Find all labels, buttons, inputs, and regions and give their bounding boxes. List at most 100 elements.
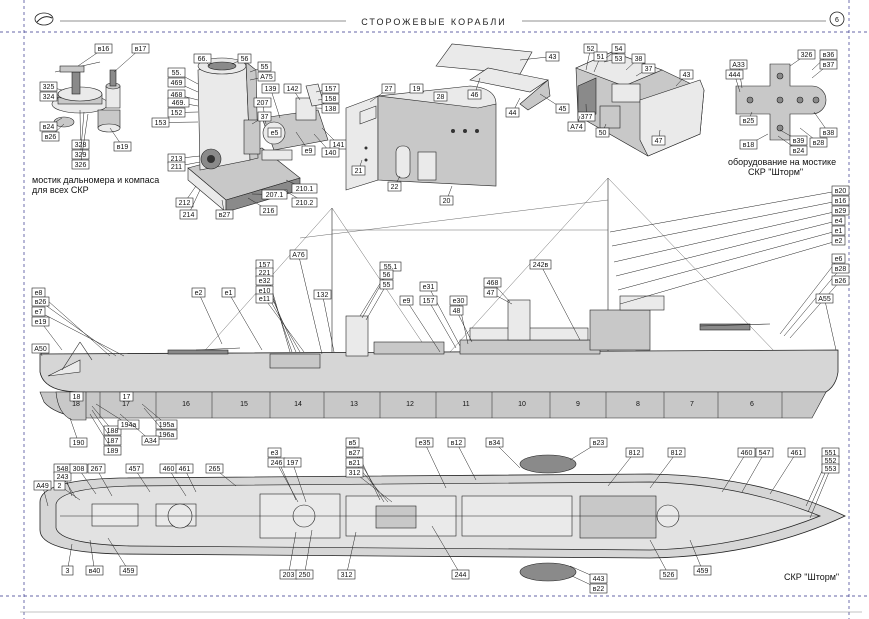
part-number: в5 bbox=[349, 440, 357, 447]
part-callout: в20 bbox=[609, 185, 850, 233]
part-callout: 265 bbox=[205, 463, 237, 487]
part-callout: 444 bbox=[725, 69, 744, 93]
part-callout: 48 bbox=[449, 305, 473, 343]
part-number: в38 bbox=[823, 130, 835, 137]
part-callout: в24 bbox=[777, 135, 808, 156]
part-number: 52 bbox=[587, 46, 595, 53]
part-number: е5 bbox=[271, 130, 279, 137]
rangefinder-bridge-drawing bbox=[51, 61, 121, 133]
part-callout: е1 bbox=[221, 287, 263, 351]
part-callout: 43 bbox=[675, 69, 694, 87]
part-number: в23 bbox=[593, 440, 605, 447]
part-callout: 22 bbox=[387, 175, 402, 192]
part-callout: в39 bbox=[779, 129, 808, 146]
part-number: 267 bbox=[91, 466, 103, 473]
part-number: 210.2 bbox=[296, 200, 314, 207]
part-callout: 213 bbox=[167, 153, 201, 164]
part-number: е6 bbox=[835, 256, 843, 263]
part-number: е31 bbox=[423, 284, 435, 291]
part-number: в18 bbox=[743, 142, 755, 149]
part-callout: 526 bbox=[649, 539, 678, 580]
part-callout: 138 bbox=[315, 103, 340, 114]
part-callout: 50 bbox=[595, 123, 610, 138]
part-callout: 312 bbox=[345, 467, 393, 503]
part-number: 526 bbox=[663, 572, 675, 579]
part-callout: 190 bbox=[69, 417, 88, 448]
part-callout: 158 bbox=[317, 93, 340, 104]
part-callout: 468 bbox=[483, 277, 511, 303]
part-callout: 469. bbox=[167, 97, 199, 108]
part-number: 312 bbox=[349, 470, 361, 477]
part-callout: в37 bbox=[811, 59, 838, 79]
part-callout: 187 bbox=[91, 409, 122, 446]
part-number: 158 bbox=[325, 96, 337, 103]
part-callout: 329 bbox=[71, 111, 90, 160]
part-number: е1 bbox=[835, 228, 843, 235]
part-callout: 51 bbox=[593, 51, 608, 73]
part-callout: 44 bbox=[505, 97, 521, 118]
part-callout: 142 bbox=[283, 83, 302, 101]
part-number: в24 bbox=[793, 148, 805, 155]
part-number: е10 bbox=[259, 288, 271, 295]
part-number: 196а bbox=[159, 432, 175, 439]
part-number: 246 bbox=[271, 460, 283, 467]
part-number: 461 bbox=[791, 450, 803, 457]
part-callout: 207.1 bbox=[251, 189, 288, 200]
part-callout: 244 bbox=[431, 525, 470, 580]
part-number: А55 bbox=[818, 296, 831, 303]
part-callout: 547 bbox=[741, 447, 774, 493]
part-callout: А74 bbox=[567, 115, 586, 132]
part-number: 443 bbox=[593, 576, 605, 583]
part-number: в29 bbox=[835, 208, 847, 215]
part-number: 139 bbox=[265, 86, 277, 93]
part-number: 326 bbox=[801, 52, 813, 59]
part-number: 3 bbox=[66, 568, 70, 575]
part-number: 55. bbox=[172, 70, 182, 77]
superstructure-drawing bbox=[345, 85, 497, 191]
part-number: в17 bbox=[135, 46, 147, 53]
hull-section-number: 9 bbox=[576, 401, 580, 408]
part-number: 157 bbox=[423, 298, 435, 305]
part-number: 46 bbox=[471, 92, 479, 99]
part-number: 190 bbox=[73, 440, 85, 447]
part-callout: 21 bbox=[351, 159, 366, 176]
part-number: е11 bbox=[259, 296, 270, 303]
part-callout: в27 bbox=[215, 199, 234, 220]
part-callout: 214 bbox=[179, 189, 201, 220]
hull-section-number: 16 bbox=[182, 401, 190, 408]
part-number: 812 bbox=[671, 450, 683, 457]
part-callout: 553 bbox=[809, 463, 840, 519]
part-number: 221 bbox=[259, 270, 271, 277]
part-number: 66. bbox=[198, 56, 208, 63]
part-callout: 52 bbox=[583, 43, 598, 71]
part-number: 22 bbox=[391, 184, 399, 191]
part-callout: А55 bbox=[815, 293, 837, 351]
part-callout: 56 bbox=[361, 269, 394, 319]
part-number: 20 bbox=[443, 198, 451, 205]
part-callout: е9 bbox=[295, 131, 316, 156]
part-number: 38 bbox=[635, 56, 643, 63]
part-number: 27 bbox=[385, 86, 393, 93]
part-number: 461 bbox=[179, 466, 191, 473]
part-callout: А49 bbox=[33, 480, 52, 507]
part-number: 469 bbox=[171, 80, 183, 87]
part-callout: в16 bbox=[611, 195, 850, 247]
part-number: А33 bbox=[732, 62, 745, 69]
part-number: в19 bbox=[117, 144, 129, 151]
publisher-logo-icon bbox=[34, 12, 54, 26]
hull-section-number: 7 bbox=[690, 401, 694, 408]
page-title: СТОРОЖЕВЫЕ КОРАБЛИ bbox=[361, 17, 507, 27]
part-callout: 56 bbox=[231, 53, 252, 65]
part-number: 547 bbox=[759, 450, 771, 457]
hull-section-number: 10 bbox=[518, 401, 526, 408]
part-callout: в28 bbox=[799, 127, 828, 148]
part-callout: 28 bbox=[433, 91, 448, 102]
hull-section-number: 6 bbox=[750, 401, 754, 408]
part-number: в26 bbox=[45, 134, 57, 141]
